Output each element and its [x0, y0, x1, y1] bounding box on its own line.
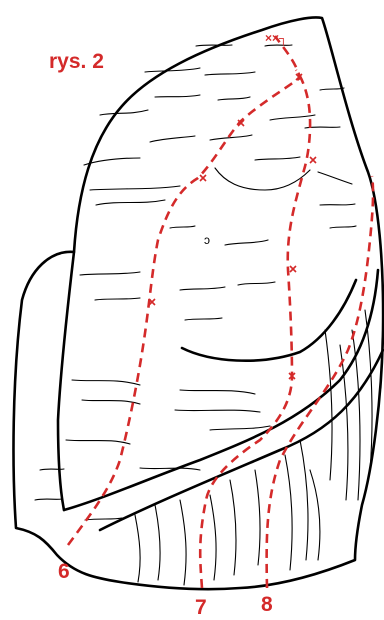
rock-mark: ↄ — [204, 233, 210, 247]
route-label-8: 8 — [261, 593, 273, 617]
rock-outline-lower-ramp — [100, 350, 383, 530]
route-7-line — [200, 70, 310, 588]
rock-overhang-roof — [182, 280, 356, 361]
route-lines — [68, 36, 373, 588]
rock-outline-left-edge — [58, 252, 74, 510]
route-label-6: 6 — [58, 560, 70, 584]
route-label-7: 7 — [195, 596, 207, 620]
top-anchor-mark: ××┐ — [265, 31, 288, 46]
figure-title: rys. 2 — [49, 50, 104, 74]
